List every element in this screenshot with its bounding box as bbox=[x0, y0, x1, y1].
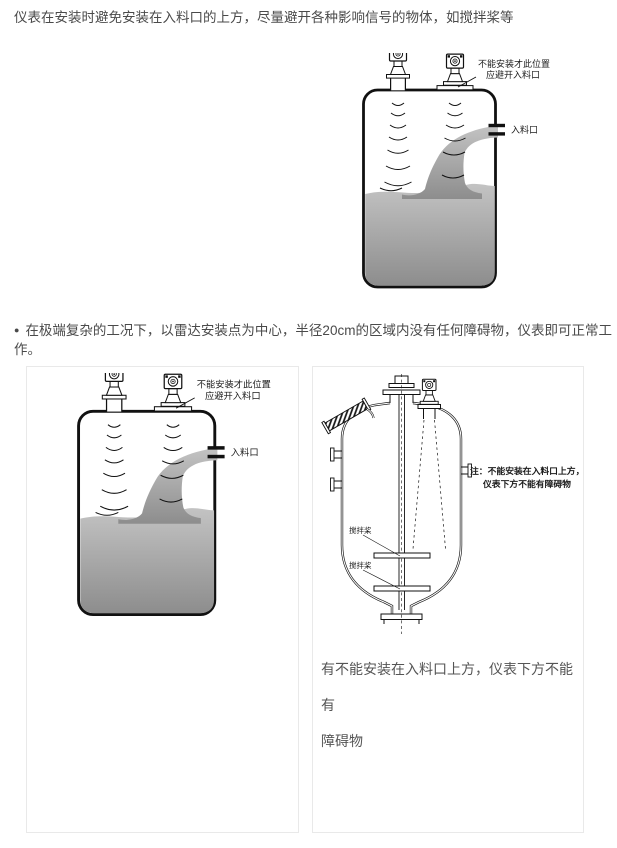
reactor-note-line2: 仪表下方不能有障碍物 bbox=[482, 478, 571, 489]
left-side-nozzles bbox=[330, 447, 342, 492]
intro-paragraph: 仪表在安装时避免安装在入料口的上方，尽量避开各种影响信号的物体，如搅拌桨等 bbox=[14, 10, 514, 25]
radar-wave-arcs-right bbox=[441, 102, 466, 179]
feed-pipe bbox=[321, 397, 375, 435]
right-side-nozzle bbox=[461, 463, 472, 478]
radar-beam-dashed bbox=[412, 419, 446, 550]
left-nozzle bbox=[105, 399, 123, 412]
radar-mount-nozzle bbox=[417, 404, 441, 419]
inlet-port bbox=[207, 446, 225, 459]
stirrer-label: 搅拌桨 bbox=[349, 525, 372, 535]
inlet-stream bbox=[118, 447, 218, 524]
reactor-caption: 有不能安装在入料口上方，仪表下方不能有 障碍物 bbox=[321, 651, 573, 759]
tank-material-fill bbox=[365, 183, 495, 286]
radar-sensor-icon bbox=[160, 373, 186, 407]
label-leader-line bbox=[457, 76, 477, 88]
guideline-boxes: 不能安装才此位置 应避开入料口 入料口 bbox=[26, 366, 584, 833]
radar-sensor-icon bbox=[419, 378, 439, 405]
radar-wave-arcs-right bbox=[159, 424, 185, 503]
no-install-label-line2: 应避开入料口 bbox=[486, 69, 540, 80]
bullet-icon: ● bbox=[14, 325, 20, 335]
inlet-stream bbox=[402, 125, 498, 199]
no-install-label-line2: 应避开入料口 bbox=[205, 390, 261, 401]
tank-inlet-diagram-top: 不能安装才此位置 应避开入料口 入料口 bbox=[362, 53, 550, 289]
inlet-port bbox=[488, 123, 505, 136]
label-leader-line bbox=[362, 569, 401, 590]
right-mount-flange bbox=[153, 406, 193, 412]
bullet-note: ●在极端复杂的工况下，以雷达安装点为中心，半径20cm的区域内没有任何障碍物，仪… bbox=[14, 321, 614, 359]
surface-dip-mark bbox=[95, 511, 119, 516]
inlet-label: 入料口 bbox=[231, 447, 259, 458]
radar-sensor-icon bbox=[101, 373, 127, 400]
label-leader-line bbox=[175, 397, 195, 409]
inlet-label: 入料口 bbox=[511, 124, 538, 135]
stirrer-label: 搅拌桨 bbox=[349, 560, 372, 570]
radar-sensor-icon bbox=[442, 53, 468, 86]
no-install-label-line1: 不能安装才此位置 bbox=[197, 379, 271, 390]
tank-material-fill bbox=[80, 508, 215, 614]
reactor-caption-line2: 障碍物 bbox=[321, 733, 363, 749]
radar-sensor-icon bbox=[385, 53, 411, 79]
no-install-label-line1: 不能安装才此位置 bbox=[478, 58, 550, 69]
stirrer-paddles bbox=[373, 552, 431, 592]
guideline-box-left: 不能安装才此位置 应避开入料口 入料口 bbox=[26, 366, 299, 833]
reactor-diagram: 搅拌桨 搅拌桨 注：不能安装在入料口上方， 仪表下方不能有障碍物 bbox=[321, 374, 583, 634]
surface-dip-mark bbox=[379, 187, 403, 192]
bullet-note-text: 在极端复杂的工况下，以雷达安装点为中心，半径20cm的区域内没有任何障碍物，仪表… bbox=[14, 323, 612, 357]
reactor-caption-line1: 有不能安装在入料口上方，仪表下方不能有 bbox=[321, 661, 573, 713]
left-nozzle bbox=[390, 78, 406, 91]
label-leader-line bbox=[362, 534, 401, 557]
reactor-note-line1: 注：不能安装在入料口上方， bbox=[470, 465, 583, 476]
tank-inlet-diagram-boxed: 不能安装才此位置 应避开入料口 入料口 bbox=[77, 373, 271, 617]
right-mount-flange bbox=[436, 85, 474, 91]
radar-wave-arcs-left bbox=[384, 102, 412, 187]
radar-wave-arcs-left bbox=[99, 424, 129, 511]
guideline-box-right: 搅拌桨 搅拌桨 注：不能安装在入料口上方， 仪表下方不能有障碍物 有不能安装在入… bbox=[312, 366, 584, 833]
agitator-shaft bbox=[398, 374, 405, 634]
